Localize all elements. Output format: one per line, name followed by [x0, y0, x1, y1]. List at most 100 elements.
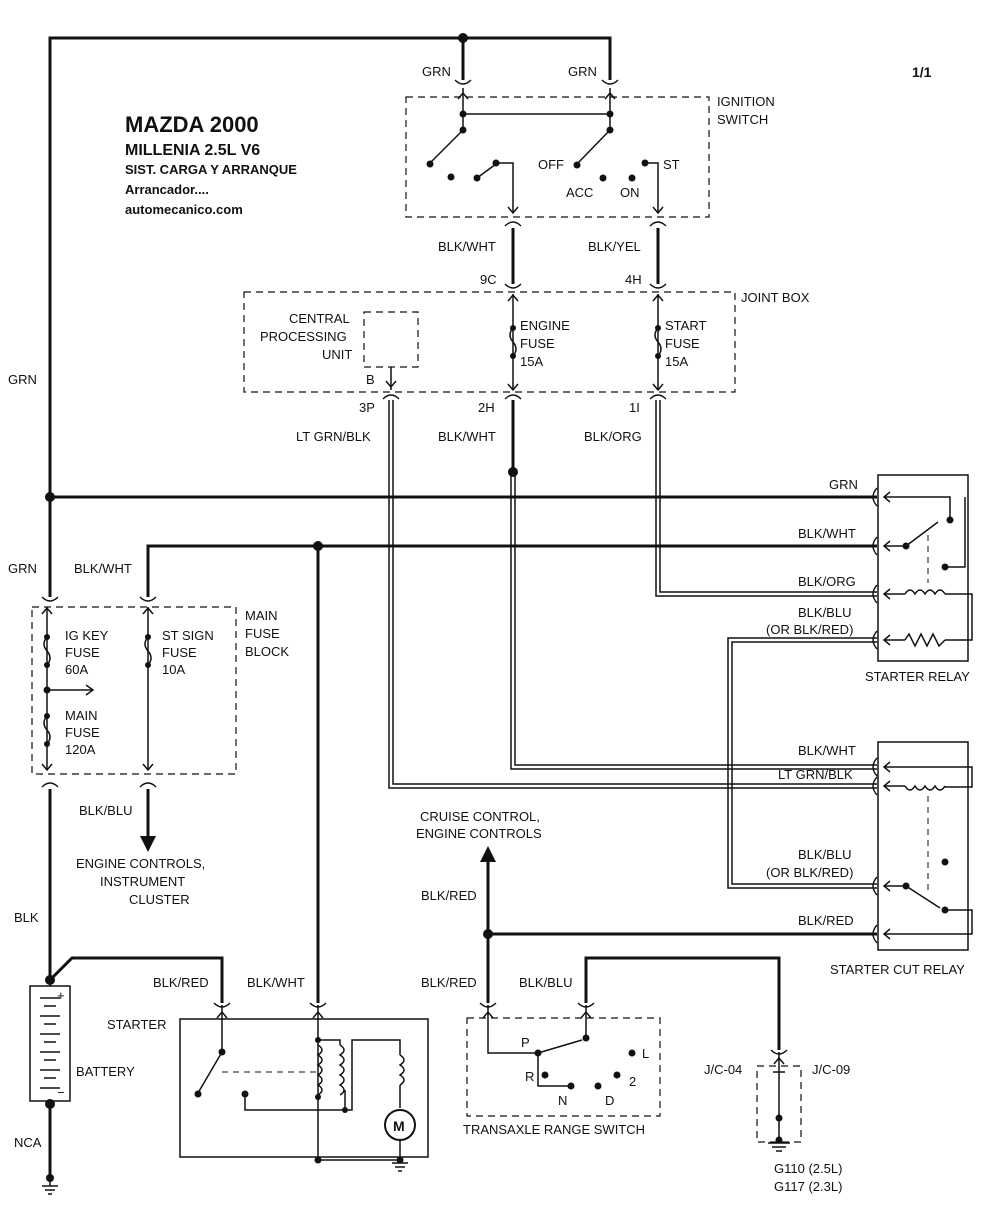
site-label: automecanico.com — [125, 202, 243, 217]
transaxle-range-switch — [466, 1005, 661, 1117]
tx-pos-n: N — [558, 1093, 567, 1108]
stsign-fuse-3: 10A — [162, 662, 185, 677]
mfb-label-1: MAIN — [245, 608, 278, 623]
battery-label: BATTERY — [76, 1064, 135, 1079]
tx-pos-d: D — [605, 1093, 614, 1108]
ign-to-jb-wires — [504, 221, 667, 289]
joint-box-label: JOINT BOX — [741, 290, 810, 305]
motor-m-label: M — [393, 1118, 405, 1134]
starter-wire-right: BLK/WHT — [247, 975, 305, 990]
engine-fuse-label-3: 15A — [520, 354, 543, 369]
battery-plus: + — [57, 988, 65, 1003]
ignition-switch-label-2: SWITCH — [717, 112, 768, 127]
scr-pin-blk-wht: BLK/WHT — [798, 743, 856, 758]
starter-cut-relay — [872, 741, 973, 951]
wire-blk-org-1i: BLK/ORG — [584, 429, 642, 444]
jb-pin-4h: 4H — [625, 272, 642, 287]
model-label: MILLENIA 2.5L V6 — [125, 142, 260, 159]
engine-fuse-label-1: ENGINE — [520, 318, 570, 333]
ign-pos-acc: ACC — [566, 185, 593, 200]
tx-pos-r: R — [525, 1069, 534, 1084]
main-fuse-block — [31, 606, 237, 775]
cpu-pin-b: B — [366, 372, 375, 387]
wire-blk-wht-2h: BLK/WHT — [438, 429, 496, 444]
scr-pin-blk-red: BLK/RED — [798, 913, 854, 928]
cpu-label-2: PROCESSING — [260, 329, 347, 344]
sr-pin-blk-org: BLK/ORG — [798, 574, 856, 589]
ign-wire-in-left: GRN — [422, 64, 451, 79]
battery — [29, 980, 71, 1195]
ground-g117: G117 (2.3L) — [774, 1179, 842, 1194]
grn-upper-label: GRN — [8, 372, 37, 387]
grn-relay-bus — [41, 492, 877, 1003]
ign-wire-out-left: BLK/WHT — [438, 239, 496, 254]
start-fuse-label-3: 15A — [665, 354, 688, 369]
mfb-label-3: BLOCK — [245, 644, 289, 659]
starter-cut-relay-label: STARTER CUT RELAY — [830, 962, 965, 977]
starter-relay-label: STARTER RELAY — [865, 669, 970, 684]
starter-motor — [179, 1005, 429, 1172]
ignition-switch-label: IGNITION — [717, 94, 775, 109]
main-fuse-2: FUSE — [65, 725, 100, 740]
cruise-wire-up: BLK/RED — [421, 888, 477, 903]
start-fuse-label-1: START — [665, 318, 706, 333]
sr-pin-blk-wht: BLK/WHT — [798, 526, 856, 541]
starter-wire-left: BLK/RED — [153, 975, 209, 990]
cruise-wire-down: BLK/RED — [421, 975, 477, 990]
tx-pos-2: 2 — [629, 1074, 636, 1089]
jb-pin-3p: 3P — [359, 400, 375, 415]
cruise-label-2: ENGINE CONTROLS — [416, 826, 542, 841]
ign-pos-off: OFF — [538, 157, 564, 172]
jb-pin-2h: 2H — [478, 400, 495, 415]
scr-pin-blk-red-alt: (OR BLK/RED) — [766, 865, 853, 880]
mfb-dest-1: ENGINE CONTROLS, — [76, 856, 205, 871]
sr-pin-blk-red-alt: (OR BLK/RED) — [766, 622, 853, 637]
diagram-title: MAZDA 2000 — [125, 112, 259, 137]
joint-box — [243, 291, 736, 393]
ign-wire-out-right: BLK/YEL — [588, 239, 641, 254]
nca-label: NCA — [14, 1135, 42, 1150]
page-number: 1/1 — [912, 64, 932, 80]
main-fuse-1: MAIN — [65, 708, 98, 723]
start-fuse-label-2: FUSE — [665, 336, 700, 351]
engine-fuse-label-2: FUSE — [520, 336, 555, 351]
jc-09-label: J/C-09 — [812, 1062, 850, 1077]
battery-minus: − — [57, 1085, 65, 1100]
starter-label: STARTER — [107, 1017, 166, 1032]
cpu-label-1: CENTRAL — [289, 311, 350, 326]
transaxle-label: TRANSAXLE RANGE SWITCH — [463, 1122, 645, 1137]
igkey-fuse-1: IG KEY — [65, 628, 109, 643]
jb-pin-1i: 1I — [629, 400, 640, 415]
relay-link-wire — [727, 637, 877, 889]
stsign-fuse-1: ST SIGN — [162, 628, 214, 643]
main-fuse-3: 120A — [65, 742, 96, 757]
cpu-label-3: UNIT — [322, 347, 352, 362]
mfb-wire-in-left: GRN — [8, 561, 37, 576]
scr-pin-lt-grn-blk: LT GRN/BLK — [778, 767, 853, 782]
tx-wire-blk-blu: BLK/BLU — [519, 975, 572, 990]
cruise-label-1: CRUISE CONTROL, — [420, 809, 540, 824]
mfb-dest-2: INSTRUMENT — [100, 874, 185, 889]
subtitle-label: Arrancador.... — [125, 182, 209, 197]
ground-junction — [756, 1052, 802, 1152]
system-label: SIST. CARGA Y ARRANQUE — [125, 162, 297, 177]
stsign-fuse-2: FUSE — [162, 645, 197, 660]
jc-04-label: J/C-04 — [704, 1062, 742, 1077]
starter-relay — [872, 474, 973, 662]
igkey-fuse-3: 60A — [65, 662, 88, 677]
ign-pos-on: ON — [620, 185, 640, 200]
scr-pin-blk-blu: BLK/BLU — [798, 847, 851, 862]
ignition-switch — [405, 88, 710, 218]
sr-pin-grn: GRN — [829, 477, 858, 492]
mfb-wire-in-right: BLK/WHT — [74, 561, 132, 576]
ground-g110: G110 (2.5L) — [774, 1161, 842, 1176]
ign-pos-st: ST — [663, 157, 680, 172]
sr-pin-blk-blu: BLK/BLU — [798, 605, 851, 620]
grn-top-bus — [48, 33, 619, 497]
wire-lt-grn-blk: LT GRN/BLK — [296, 429, 371, 444]
igkey-fuse-2: FUSE — [65, 645, 100, 660]
mfb-wire-out: BLK/BLU — [79, 803, 132, 818]
mfb-dest-3: CLUSTER — [129, 892, 190, 907]
ign-wire-in-right: GRN — [568, 64, 597, 79]
